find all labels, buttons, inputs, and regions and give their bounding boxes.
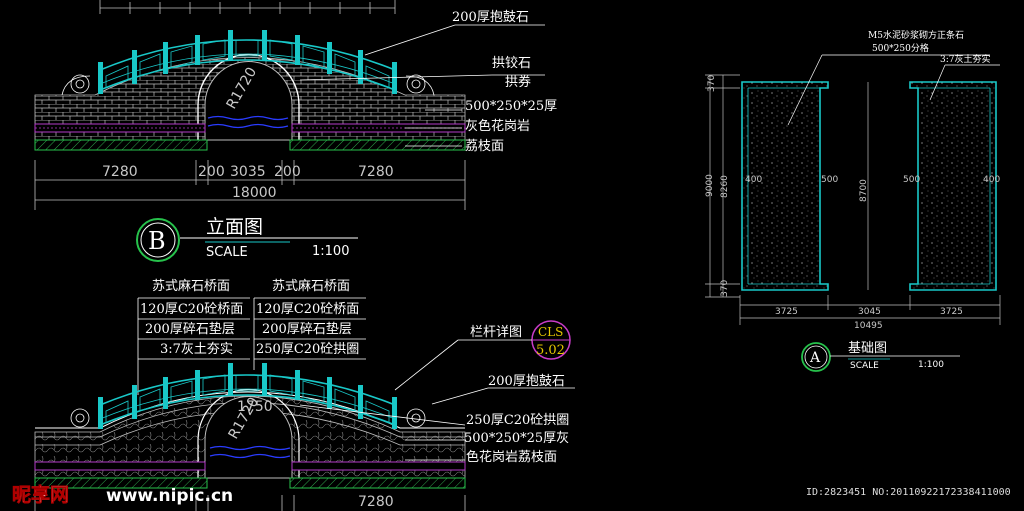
label-arch-ring: 250厚C20砼拱圈 <box>466 413 569 428</box>
dim-label: 500 <box>903 175 920 185</box>
cls-sheet: 5.02 <box>536 343 565 358</box>
scale-label: SCALE <box>850 361 879 371</box>
label-lychee: 荔枝面 <box>465 139 504 154</box>
top-dimension-line <box>99 0 396 14</box>
foundation-dimensions <box>705 74 1001 325</box>
dim-label: 8700 <box>859 179 869 202</box>
watermark: 昵享网 www.nipic.cn ID:2823451 NO:201109221… <box>12 483 1011 507</box>
watermark-id: ID:2823451 NO:20110922172338411000 <box>806 487 1011 498</box>
foundation-base <box>34 139 208 151</box>
dim-label: 400 <box>983 175 1000 185</box>
water <box>209 445 291 459</box>
layer-text: 250厚C20砼拱圈 <box>256 342 359 357</box>
water <box>207 115 289 129</box>
title-block-a: A 基础图 SCALE 1:100 <box>801 341 960 372</box>
layer-callout-left: 苏式麻石桥面 120厚C20砼桥面 200厚碎石垫层 3:7灰土夯实 <box>137 278 250 395</box>
cls-code: CLS <box>538 325 563 339</box>
railing-detail-callout: 栏杆详图 CLS 5.02 <box>394 320 571 391</box>
watermark-logo: 昵享网 <box>12 483 69 506</box>
dim-label: 3035 <box>230 164 266 180</box>
arch-ring <box>197 53 300 140</box>
granite-layer <box>34 461 206 471</box>
label-drum-stone: 200厚抱鼓石 <box>488 373 565 389</box>
layer-text: 120厚C20砼桥面 <box>140 302 243 317</box>
label-pavers: 500*250*25厚 <box>465 99 557 114</box>
railing <box>61 30 435 96</box>
dimension-line <box>34 495 466 511</box>
layer-text: 苏式麻石桥面 <box>152 278 230 294</box>
title-letter: A <box>809 350 821 366</box>
foundation-wall-left <box>741 81 829 291</box>
title-name: 基础图 <box>848 341 887 356</box>
arch-dim: 1750 <box>237 399 273 415</box>
arch-opening <box>204 396 293 479</box>
layer-text: 3:7灰土夯实 <box>160 342 233 357</box>
title-name: 立面图 <box>206 216 263 238</box>
foundation-plan-a: M5水泥砂浆砌方正条石 500*250分格 3:7灰土夯实 370 8260 3… <box>705 29 1001 372</box>
layer-text: 200厚碎石垫层 <box>145 321 235 337</box>
scale-value: 1:100 <box>918 360 944 370</box>
elevation-lower: 苏式麻石桥面 120厚C20砼桥面 200厚碎石垫层 3:7灰土夯实 苏式麻石桥… <box>34 278 575 511</box>
dimension-line <box>34 160 466 210</box>
layer-text: 苏式麻石桥面 <box>272 278 350 294</box>
railing <box>70 363 426 429</box>
foundation-base <box>34 477 208 489</box>
dim-label: 3725 <box>775 307 798 317</box>
elevation-b: 200厚抱鼓石 拱铰石 拱券 500*250*25厚 灰色花岗岩 荔枝面 R17… <box>34 0 557 262</box>
granite-layer <box>291 461 466 471</box>
title-letter: B <box>148 227 166 255</box>
note-grid: 500*250分格 <box>872 42 929 54</box>
dim-label: 7280 <box>102 164 138 180</box>
leader-lines <box>299 24 545 147</box>
layer-callout-right: 苏式麻石桥面 120厚C20砼桥面 200厚碎石垫层 250厚C20砼拱圈 <box>253 278 366 370</box>
dim-label: 200 <box>198 164 225 180</box>
layer-text: 200厚碎石垫层 <box>262 321 352 337</box>
total-dim-label: 18000 <box>232 185 277 201</box>
label-arch: 拱券 <box>505 74 531 90</box>
watermark-url: www.nipic.cn <box>106 486 233 506</box>
dim-label: 3045 <box>858 307 881 317</box>
dim-label: 7280 <box>358 494 394 510</box>
dim-label: 370 <box>720 280 730 297</box>
railing-detail-label: 栏杆详图 <box>470 325 522 340</box>
label-pavers: 500*250*25厚灰 <box>464 431 569 446</box>
dim-total: 10495 <box>854 321 883 331</box>
dim-label: 370 <box>707 75 717 92</box>
scale-value: 1:100 <box>312 244 349 259</box>
foundation-notes: M5水泥砂浆砌方正条石 500*250分格 3:7灰土夯实 <box>787 29 1000 126</box>
label-granite: 灰色花岗岩 <box>465 118 530 134</box>
dim-label: 200 <box>274 164 301 180</box>
dim-label: 8260 <box>720 175 730 198</box>
dim-label: 7280 <box>358 164 394 180</box>
foundation-wall-right <box>909 81 997 291</box>
dim-label: 500 <box>821 175 838 185</box>
foundation-base <box>289 139 466 151</box>
layer-text: 120厚C20砼桥面 <box>256 302 359 317</box>
label-drum-stone: 200厚抱鼓石 <box>452 9 529 25</box>
dim-label: 400 <box>745 175 762 185</box>
scale-label: SCALE <box>206 245 248 260</box>
arch-opening <box>204 61 293 141</box>
foundation-base <box>289 477 466 489</box>
label-keystone: 拱铰石 <box>492 56 531 71</box>
leader-lines <box>299 387 575 461</box>
label-pavers-2: 色花岗岩荔枝面 <box>466 449 557 465</box>
note-mortar: M5水泥砂浆砌方正条石 <box>868 29 964 41</box>
title-block-b: B 立面图 SCALE 1:100 <box>136 216 358 262</box>
dim-label: 3725 <box>940 307 963 317</box>
dim-label: 9000 <box>705 174 715 197</box>
note-lime: 3:7灰土夯实 <box>940 53 991 65</box>
